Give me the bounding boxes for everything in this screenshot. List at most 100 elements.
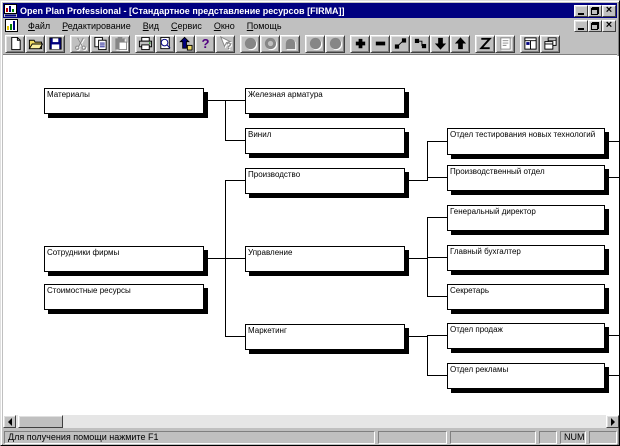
scissors-icon — [73, 36, 88, 51]
child-restore-icon — [591, 21, 599, 30]
connector-line — [609, 375, 619, 376]
connector-line — [427, 177, 447, 178]
arrow-up-icon — [453, 36, 468, 51]
resource-node[interactable]: Производственный отдел — [447, 165, 605, 191]
print-preview-button[interactable] — [155, 34, 175, 53]
menu-item-3[interactable]: Сервис — [171, 20, 202, 31]
menu-item-5[interactable]: Помощь — [246, 20, 282, 31]
resource-node[interactable]: Стоимостные ресурсы — [44, 284, 204, 310]
resource-node[interactable]: Материалы — [44, 88, 204, 114]
toolbar-group — [70, 34, 130, 53]
status-num-indicator: NUM — [560, 430, 586, 444]
child-close-button[interactable]: × — [602, 19, 616, 32]
scroll-right-icon — [610, 417, 619, 426]
insert-subproject-button[interactable] — [175, 34, 195, 53]
save-file-button[interactable] — [45, 34, 65, 53]
scroll-right-button[interactable] — [606, 415, 619, 428]
zigzag-view-button[interactable] — [475, 34, 495, 53]
status-panels: NUM — [378, 430, 617, 444]
context-help-icon: ? — [218, 36, 233, 51]
menu-item-1[interactable]: Редактирование — [62, 20, 131, 31]
child-minimize-button[interactable] — [574, 19, 588, 32]
toolbar: ?? — [3, 33, 617, 55]
zigzag-icon — [478, 36, 493, 51]
link-resource-button[interactable] — [390, 34, 410, 53]
circle-icon — [328, 36, 343, 51]
view-arch-button — [280, 34, 300, 53]
move-up-button[interactable] — [450, 34, 470, 53]
document-icon — [5, 19, 18, 32]
toolbar-group — [520, 34, 560, 53]
svg-text:?: ? — [225, 41, 231, 51]
scroll-left-button[interactable] — [3, 415, 16, 428]
child-restore-button[interactable] — [588, 19, 602, 32]
add-resource-button[interactable] — [350, 34, 370, 53]
resource-node[interactable]: Главный бухгалтер — [447, 245, 605, 271]
copy-button[interactable] — [90, 34, 110, 53]
scrollbar-thumb[interactable] — [18, 415, 63, 428]
link-icon — [393, 36, 408, 51]
window-title: Open Plan Professional - [Стандартное пр… — [20, 5, 345, 16]
connector-line — [427, 141, 447, 142]
resource-node[interactable]: Отдел продаж — [447, 323, 605, 349]
floppy-icon — [48, 36, 63, 51]
move-down-button[interactable] — [430, 34, 450, 53]
window-split-icon — [523, 36, 538, 51]
connector-line — [427, 296, 447, 297]
resource-node[interactable]: Отдел рекламы — [447, 363, 605, 389]
outline-resource-button[interactable] — [410, 34, 430, 53]
cut-button — [70, 34, 90, 53]
connector-line — [427, 257, 447, 258]
toolbar-group — [475, 34, 515, 53]
new-icon — [8, 36, 23, 51]
folder-icon — [28, 36, 43, 51]
resource-node[interactable]: Генеральный директор — [447, 205, 605, 231]
minimize-button[interactable] — [574, 4, 588, 17]
connector-line — [204, 258, 225, 259]
menu-item-2[interactable]: Вид — [142, 20, 159, 31]
horizontal-scrollbar[interactable] — [3, 415, 619, 428]
circle-icon — [308, 36, 323, 51]
context-help-button: ? — [215, 34, 235, 53]
restore-button[interactable] — [588, 4, 602, 17]
arrange-window-button[interactable] — [540, 34, 560, 53]
resource-node[interactable]: Производство — [245, 168, 405, 194]
toolbar-group — [305, 34, 345, 53]
status-panel-0 — [378, 430, 447, 444]
resource-node[interactable]: Секретарь — [447, 284, 605, 310]
connector-line — [609, 141, 619, 142]
view-circle-2-button — [260, 34, 280, 53]
resource-node[interactable]: Винил — [245, 128, 405, 154]
help-button[interactable]: ? — [195, 34, 215, 53]
resource-node[interactable]: Железная арматура — [245, 88, 405, 114]
new-document-button[interactable] — [5, 34, 25, 53]
window-restore-icon — [543, 36, 558, 51]
menu-item-4[interactable]: Окно — [213, 20, 235, 31]
child-minimize-icon — [578, 28, 584, 30]
copy-icon — [93, 36, 108, 51]
split-window-button[interactable] — [520, 34, 540, 53]
delete-resource-button[interactable] — [370, 34, 390, 53]
resource-node[interactable]: Управление — [245, 246, 405, 272]
resource-node[interactable]: Сотрудники фирмы — [44, 246, 204, 272]
status-panel-4 — [589, 430, 617, 444]
connector-line — [427, 375, 447, 376]
connector-line — [609, 335, 619, 336]
restore-icon — [591, 6, 599, 15]
print-button[interactable] — [135, 34, 155, 53]
arch-icon — [283, 36, 298, 51]
menu-item-0[interactable]: Файл — [28, 20, 51, 31]
resource-node[interactable]: Маркетинг — [245, 324, 405, 350]
toolbar-group — [350, 34, 470, 53]
svg-text:?: ? — [201, 36, 209, 51]
status-bar: Для получения помощи нажмите F1 NUM — [3, 428, 617, 445]
steps-icon — [413, 36, 428, 51]
connector-line — [225, 258, 245, 259]
scroll-left-icon — [4, 417, 12, 426]
menu-bar: Файл Редактирование Вид Сервис Окно Помощь × — [3, 18, 617, 33]
open-file-button[interactable] — [25, 34, 45, 53]
close-button[interactable]: × — [602, 4, 616, 17]
circle-detail-icon — [263, 36, 278, 51]
resource-node[interactable]: Отдел тестирования новых технологий — [447, 128, 605, 155]
